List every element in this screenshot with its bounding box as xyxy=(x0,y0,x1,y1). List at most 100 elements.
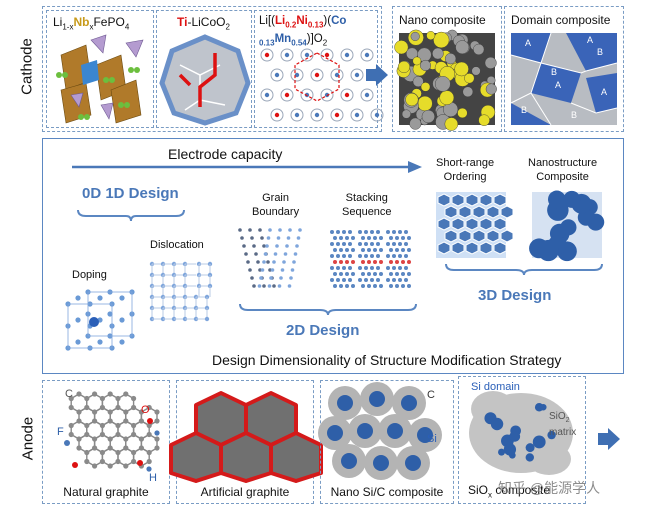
graphite-atom xyxy=(68,404,74,411)
si-core xyxy=(341,453,357,469)
lattice-ring xyxy=(300,88,314,102)
graphite-atom xyxy=(107,445,113,451)
graphite-atom xyxy=(146,404,152,411)
graphite-atom xyxy=(115,404,121,411)
lattice-atom xyxy=(376,254,380,258)
ti-licoo2-grain xyxy=(159,34,251,126)
nanostructure-image xyxy=(529,190,605,262)
lattice-atom xyxy=(330,278,334,282)
nano-particle xyxy=(417,95,433,112)
sro-cluster xyxy=(493,193,507,207)
lattice-atom xyxy=(280,268,285,272)
si-domain-particle xyxy=(547,430,556,440)
lattice-atom xyxy=(373,248,377,252)
lattice-atom xyxy=(407,284,411,288)
lattice-atom xyxy=(361,236,365,240)
lattice-atom xyxy=(286,236,291,240)
electrode-capacity-arrow-icon xyxy=(72,161,422,173)
lifepo4-panel: Li1-xNbxFePO4 xyxy=(46,10,154,128)
lattice-atom xyxy=(401,248,405,252)
lattice-atom xyxy=(361,260,365,264)
graphite-atom xyxy=(107,409,113,415)
lattice-atom xyxy=(389,284,393,288)
nano-sic-image xyxy=(318,382,442,480)
lattice-atom xyxy=(364,52,370,58)
lattice-atom xyxy=(379,260,383,264)
natural-graphite-label: Natural graphite xyxy=(63,485,149,499)
lattice-atom xyxy=(265,244,269,248)
lattice-atom xyxy=(268,228,272,232)
lattice-atom xyxy=(248,268,252,272)
lattice-atom xyxy=(267,284,272,288)
si-domain-label: Si domain xyxy=(471,381,520,393)
lattice-atom xyxy=(272,284,276,288)
lattice-atom xyxy=(351,260,355,264)
nano-particle xyxy=(434,76,451,92)
olivine-structure xyxy=(56,34,144,124)
lattice-atom xyxy=(339,236,343,240)
lattice-atom xyxy=(351,272,355,276)
artificial-graphite-panel: Artificial graphite xyxy=(169,380,323,504)
graphite-atom xyxy=(76,445,82,451)
lattice-atom xyxy=(351,284,355,288)
siox-image xyxy=(469,391,573,475)
lattice-atom xyxy=(276,236,281,240)
lattice-ring xyxy=(280,88,294,102)
stacking-sequence-lattice xyxy=(330,230,411,288)
domain-letter: A xyxy=(555,80,561,90)
lattice-atom xyxy=(119,295,125,301)
sro-cluster xyxy=(437,193,451,207)
lattice-atom xyxy=(330,266,334,270)
atom-o-label: O xyxy=(141,404,150,416)
nano-particle xyxy=(426,31,436,40)
lattice-atom xyxy=(324,52,330,58)
lattice-atom xyxy=(333,260,337,264)
artificial-graphite-label: Artificial graphite xyxy=(200,485,290,499)
nano-particle xyxy=(420,82,431,92)
cathode-side-label: Cathode xyxy=(18,38,36,95)
lattice-atom xyxy=(264,92,270,98)
graphite-atom xyxy=(107,391,113,397)
graphite-atom xyxy=(76,409,82,415)
lattice-atom xyxy=(258,268,262,272)
lattice-atom xyxy=(330,230,334,234)
lattice-ring xyxy=(260,48,274,62)
graphite-atom xyxy=(92,436,98,442)
lattice-atom xyxy=(345,272,349,276)
lattice-atom xyxy=(392,278,396,282)
sro-cluster xyxy=(465,193,479,207)
lattice-atom xyxy=(246,260,250,264)
graphite-atom xyxy=(99,422,106,429)
lattice-atom xyxy=(345,284,349,288)
domain-composite-panel: Domain composite A B B A A B A B xyxy=(504,6,624,132)
sio2-matrix-blob xyxy=(471,391,515,427)
lattice-atom xyxy=(379,236,383,240)
lattice-atom xyxy=(75,317,81,323)
lattice-atom xyxy=(395,272,399,276)
lattice-atom xyxy=(367,272,371,276)
lattice-atom xyxy=(398,230,402,234)
lattice-ring xyxy=(320,48,334,62)
dislocation-label: Dislocation xyxy=(150,239,204,251)
lattice-atom xyxy=(358,254,362,258)
lattice-atom xyxy=(334,72,340,78)
lattice-atom xyxy=(407,260,411,264)
lattice-atom xyxy=(339,284,343,288)
lattice-atom xyxy=(260,268,265,272)
lattice-atom xyxy=(358,278,362,282)
lattice-atom xyxy=(293,252,298,256)
lattice-atom xyxy=(344,52,350,58)
lattice-atom xyxy=(401,272,405,276)
graphite-atom xyxy=(146,422,152,429)
doping-lattice xyxy=(65,289,135,351)
lattice-atom xyxy=(272,260,276,264)
sro-cluster xyxy=(465,241,479,255)
si-core xyxy=(405,455,421,471)
lattice-atom xyxy=(376,242,380,246)
nano-particle xyxy=(464,73,475,84)
lattice-atom xyxy=(358,242,362,246)
lattice-atom xyxy=(263,252,268,256)
anode-arrow-icon xyxy=(598,428,620,450)
lattice-atom xyxy=(389,260,393,264)
lattice-atom xyxy=(364,278,368,282)
